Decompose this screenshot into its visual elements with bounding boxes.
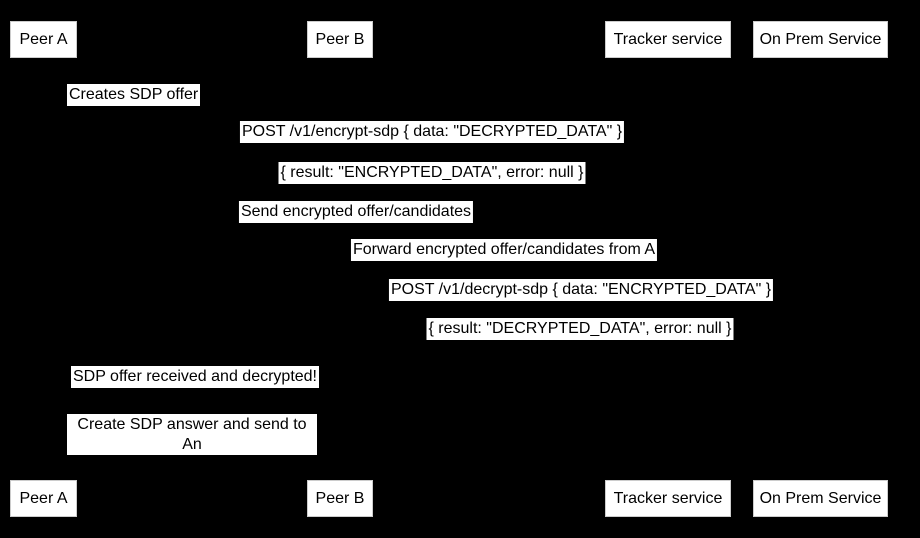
actor-label: Tracker service [613,489,723,507]
actor-label: Peer B [315,30,365,48]
note-create-sdp-answer: Create SDP answer and send to An using t… [67,414,317,473]
message-encrypt-result: { result: "ENCRYPTED_DATA", error: null … [278,162,586,184]
actor-label: Tracker service [613,30,723,48]
actor-top-tracker-service: Tracker service [605,21,731,58]
message-forward-encrypted-offer: Forward encrypted offer/candidates from … [350,239,658,261]
actor-label: Peer A [19,489,68,507]
note-line-2: using the same mechanism [94,456,290,473]
message-post-encrypt-sdp: POST /v1/encrypt-sdp { data: "DECRYPTED_… [239,121,625,143]
message-creates-sdp-offer: Creates SDP offer [67,84,201,106]
actor-label: Peer B [315,489,365,507]
actor-label: On Prem Service [759,489,882,507]
note-line-1: Create SDP answer and send to An [77,416,307,453]
actor-bottom-tracker-service: Tracker service [605,480,731,517]
actor-label: Peer A [19,30,68,48]
actor-bottom-peer-b: Peer B [307,480,373,517]
actor-bottom-peer-a: Peer A [10,480,77,517]
message-post-decrypt-sdp: POST /v1/decrypt-sdp { data: "ENCRYPTED_… [388,279,774,301]
message-sdp-offer-received: SDP offer received and decrypted! [71,366,319,388]
message-decrypt-result: { result: "DECRYPTED_DATA", error: null … [426,318,734,340]
actor-top-peer-a: Peer A [10,21,77,58]
actor-bottom-on-prem-service: On Prem Service [753,480,888,517]
actor-label: On Prem Service [759,30,882,48]
message-send-encrypted-offer: Send encrypted offer/candidates [238,201,474,223]
actor-top-on-prem-service: On Prem Service [753,21,888,58]
actor-top-peer-b: Peer B [307,21,373,58]
